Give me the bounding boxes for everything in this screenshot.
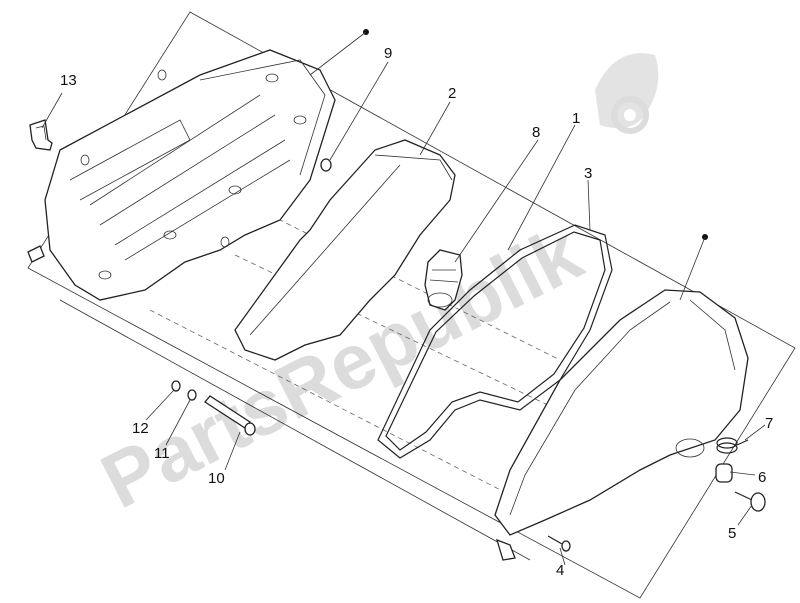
callout-10: 10 (208, 470, 225, 487)
frame-inner-line (59, 299, 531, 561)
air-filter-cover (494, 289, 749, 561)
callout-3: 3 (584, 165, 592, 182)
callout-13: 13 (60, 72, 77, 89)
callout-1: 1 (572, 110, 580, 127)
pin-part-10 (204, 395, 256, 436)
leader-lines (41, 31, 766, 566)
callout-12: 12 (132, 420, 149, 437)
callout-2: 2 (448, 85, 456, 102)
callout-5: 5 (728, 525, 736, 542)
filter-element-part-2 (234, 139, 456, 361)
callout-4: 4 (556, 562, 564, 579)
cap-part-6 (715, 463, 733, 483)
spring-clamp-part-7 (716, 437, 749, 454)
screw-part-4 (547, 535, 571, 552)
callout-9: 9 (384, 45, 392, 62)
gear-icon (595, 53, 659, 134)
washer-part-11 (187, 389, 197, 401)
air-filter-housing (27, 49, 336, 301)
callout-11: 11 (154, 445, 170, 462)
washer-part-9 (320, 158, 332, 172)
washer-part-12 (171, 380, 181, 392)
drain-screw-part-5 (734, 491, 766, 512)
clip-part-13 (29, 119, 53, 151)
callout-labels: 13 9 2 1 8 3 7 6 5 4 12 11 10 (60, 45, 773, 579)
callout-8: 8 (532, 124, 540, 141)
gasket-part-3-inner (385, 231, 606, 451)
callout-7: 7 (765, 415, 773, 432)
gasket-part-3 (377, 224, 613, 459)
intake-duct-part-8 (424, 249, 463, 311)
callout-6: 6 (758, 469, 766, 486)
